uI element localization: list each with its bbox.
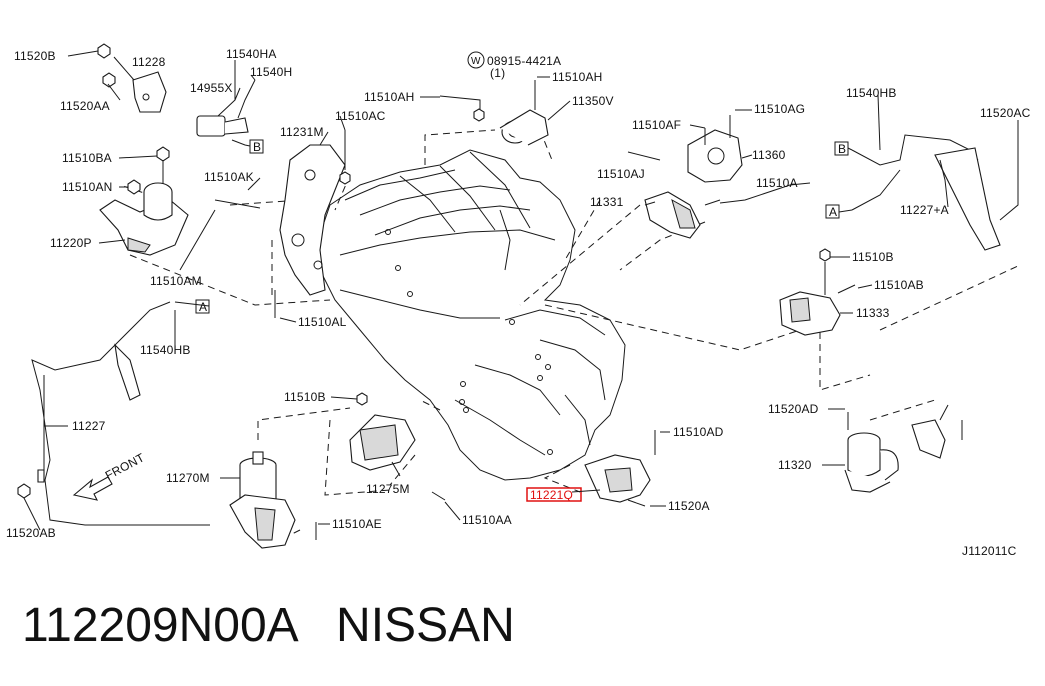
label-11520ab: 11520AB [6,526,56,540]
label-11510ag: 11510AG [754,102,805,116]
connector-marker: B [253,140,261,154]
highlight-box [526,487,582,502]
label-11227: 11227 [72,419,106,433]
label-quantity: (1) [490,66,505,80]
label-11510ba: 11510BA [62,151,112,165]
label-11228: 11228 [132,55,166,69]
washer-icon: W [467,51,485,69]
connector-marker: A [199,300,207,314]
svg-text:W: W [471,56,481,67]
label-11540h: 11540H [250,65,292,79]
label-11510am: 11510AM [150,274,202,288]
label-11221q: 11221Q [530,488,573,502]
part-labels: 11520B 11228 11540HA 11540H 14955X 11520… [6,47,1031,558]
label-11510ah-top: 11510AH [552,70,603,84]
label-11350v: 11350V [572,94,614,108]
label-11520ac: 11520AC [980,106,1031,120]
rod-11227 [17,301,210,526]
label-11510af: 11510AF [632,118,681,132]
engine-block [317,149,626,481]
label-front: FRONT [103,450,147,482]
label-11540hb-right: 11540HB [846,86,897,100]
bracket-11333 [779,248,856,336]
connector-markers: B A B A [174,139,853,314]
label-11510ah: 11510AH [364,90,415,104]
label-11520aa: 11520AA [60,99,110,113]
label-14955x: 14955X [190,81,233,95]
bracket-11360 [627,115,743,183]
label-11510ad: 11510AD [673,425,724,439]
label-diagram-id: J112011C [962,544,1017,558]
label-leaders [23,50,1019,531]
label-11510aj: 11510AJ [597,167,645,181]
label-11520b: 11520B [14,49,56,63]
label-11510aa: 11510AA [462,513,512,527]
label-11231m: 11231M [280,125,324,139]
label-11510ab: 11510AB [874,278,924,292]
label-11520a: 11520A [668,499,710,513]
label-11333: 11333 [856,306,890,320]
label-11540hb-left: 11540HB [140,343,191,357]
label-11520ad: 11520AD [768,402,819,416]
label-08915-4421a: 08915-4421A [487,54,561,68]
engine-mount-11320 [844,404,963,493]
label-11360: 11360 [752,148,786,162]
label-11510ac: 11510AC [335,109,386,123]
engine-mount-11220p [99,146,189,256]
sensor-14955x [196,60,256,147]
label-11331: 11331 [590,195,624,209]
label-11510an: 11510AN [62,180,113,194]
label-11320: 11320 [778,458,812,472]
connector-marker: B [838,142,846,156]
part-number-caption: 112209N00A NISSAN [22,596,515,656]
front-arrow-icon [72,476,113,501]
label-11510al: 11510AL [298,315,347,329]
label-11270m: 11270M [166,471,210,485]
label-11540ha: 11540HA [226,47,277,61]
engine-mount-11270m [229,451,317,549]
label-11510b: 11510B [284,390,326,404]
label-11220p: 11220P [50,236,92,250]
connector-marker: A [829,205,837,219]
bracket-11228 [97,43,167,113]
label-11227a: 11227+A [900,203,949,217]
brand-name: NISSAN [336,599,515,652]
rod-11227a [851,94,1019,251]
bushing-11350v [439,80,549,146]
label-11510ak: 11510AK [204,170,254,184]
label-11510b-right: 11510B [852,250,894,264]
part-number: 112209N00A [22,599,297,652]
bracket-11231m [214,130,351,318]
label-11275m: 11275M [366,482,410,496]
bracket-11221q [584,430,656,507]
label-11510ae: 11510AE [332,517,382,531]
bracket-11331 [644,191,721,239]
label-11510a: 11510A [756,176,798,190]
bracket-11275m [349,392,446,501]
